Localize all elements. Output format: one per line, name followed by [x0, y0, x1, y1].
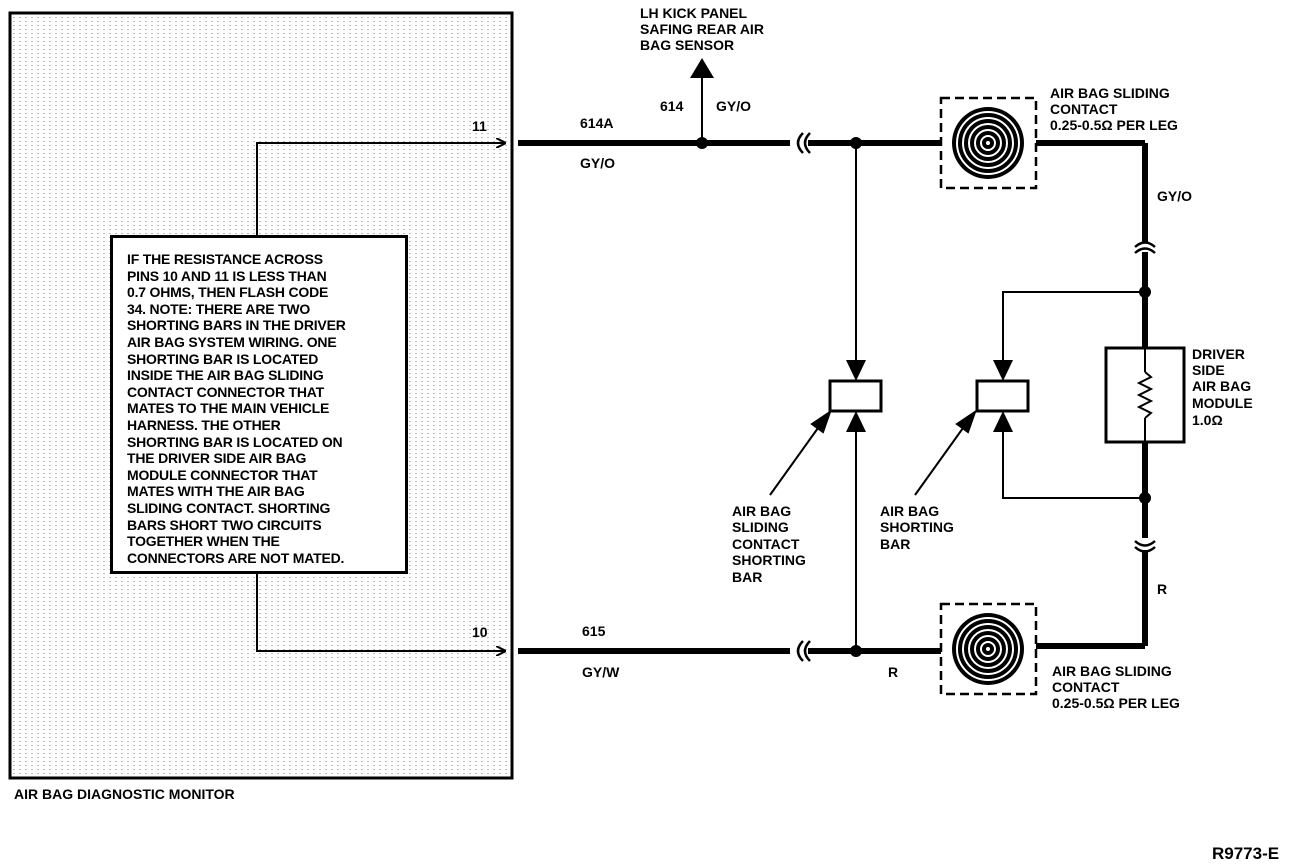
module-label-line1: DRIVER [1192, 346, 1245, 362]
sliding-contact-top-line3: 0.25-0.5Ω PER LEG [1050, 117, 1178, 133]
sliding-contact-bottom-line3: 0.25-0.5Ω PER LEG [1052, 695, 1180, 711]
sensor-circuit-label: 614 [660, 98, 684, 114]
sliding-shorting-bar-label-line2: SLIDING [732, 519, 789, 535]
monitor-internal-traces [256, 143, 505, 651]
module-shorting-bar-label-line3: BAR [880, 536, 910, 552]
wire-right-top-color: GY/O [1157, 188, 1192, 204]
module-shorting-bar [975, 379, 1030, 413]
sliding-contact-shorting-bar [828, 379, 883, 413]
sliding-contact-top [939, 96, 1038, 190]
shorting-bar-arrowheads [846, 360, 1013, 432]
shorting-bar-leaders [769, 409, 977, 496]
module-label-line5: 1.0Ω [1192, 412, 1223, 428]
module-shorting-bar-label-line2: SHORTING [880, 519, 954, 535]
sliding-contact-bottom-line2: CONTACT [1052, 679, 1120, 695]
connector-top [796, 132, 811, 154]
sliding-shorting-bar-label-line4: SHORTING [732, 552, 806, 568]
shorting-bar-feeds [855, 143, 1145, 651]
wire-614a-color: GY/O [580, 155, 615, 171]
connector-bottom [796, 640, 811, 662]
main-wires [518, 140, 1148, 654]
sliding-contact-bottom-line1: AIR BAG SLIDING [1052, 663, 1172, 679]
pin-10-label: 10 [472, 624, 488, 640]
sensor-arrow-icon [690, 58, 714, 78]
sliding-contact-top-line2: CONTACT [1050, 101, 1118, 117]
module-label-line2: SIDE [1192, 362, 1225, 378]
monitor-title: AIR BAG DIAGNOSTIC MONITOR [14, 786, 235, 802]
sliding-contact-bottom [939, 602, 1038, 696]
sliding-shorting-bar-label-line1: AIR BAG [732, 503, 791, 519]
sensor-branch [690, 58, 714, 143]
sensor-label-line3: BAG SENSOR [640, 37, 734, 53]
wire-bottom-r-color: R [888, 664, 898, 680]
connector-right-upper [1134, 241, 1156, 254]
junction-dots [696, 137, 1151, 657]
pin-11-label: 11 [472, 118, 487, 134]
sliding-contact-top-line1: AIR BAG SLIDING [1050, 85, 1170, 101]
resistance-note: IF THE RESISTANCE ACROSS PINS 10 AND 11 … [110, 235, 408, 574]
sensor-label-line2: SAFING REAR AIR [640, 21, 764, 37]
wire-615-color: GY/W [582, 664, 620, 680]
wire-615-label: 615 [582, 623, 606, 639]
sliding-shorting-bar-label-line3: CONTACT [732, 536, 800, 552]
figure-id: R9773-E [1212, 844, 1279, 863]
module-label-line3: AIR BAG [1192, 378, 1251, 394]
connector-symbols [796, 132, 1156, 662]
airbag-module [1104, 346, 1186, 444]
resistor-icon [1136, 371, 1154, 419]
module-label-line4: MODULE [1192, 395, 1253, 411]
wire-right-bottom-color: R [1157, 581, 1167, 597]
sliding-shorting-bar-label-line5: BAR [732, 569, 762, 585]
connector-right-lower [1134, 540, 1156, 553]
module-shorting-bar-label-line1: AIR BAG [880, 503, 939, 519]
wire-614a-label: 614A [580, 115, 613, 131]
sensor-color-label: GY/O [716, 98, 751, 114]
sensor-label-line1: LH KICK PANEL [640, 5, 748, 21]
